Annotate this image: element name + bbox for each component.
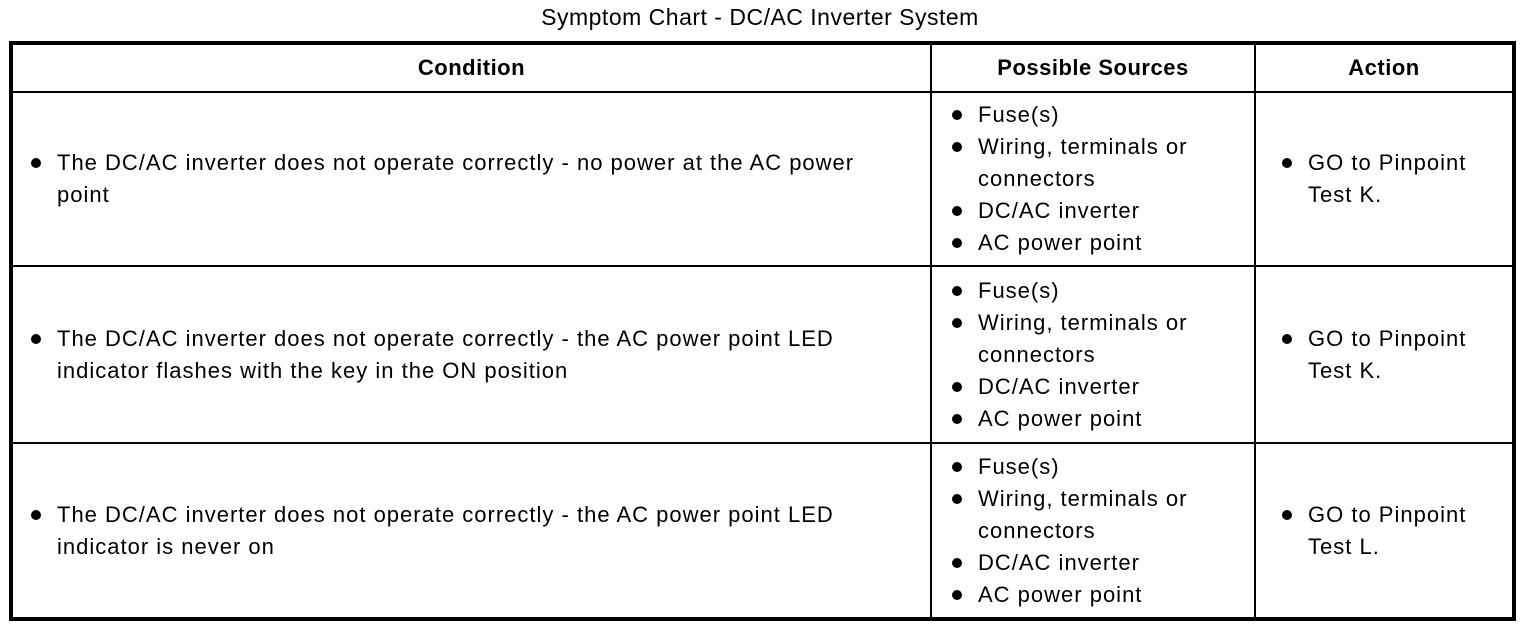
source-text: Wiring, terminals or connectors xyxy=(978,309,1188,367)
symptom-chart-table: Condition Possible Sources Action The DC… xyxy=(9,41,1516,621)
possible-sources-cell: Fuse(s) Wiring, terminals or connectors … xyxy=(930,91,1256,267)
list-item: DC/AC inverter xyxy=(952,547,1246,579)
source-text: DC/AC inverter xyxy=(978,549,1140,575)
condition-cell: The DC/AC inverter does not operate corr… xyxy=(10,442,932,620)
list-item: The DC/AC inverter does not operate corr… xyxy=(31,323,906,387)
list-item: Fuse(s) xyxy=(952,451,1246,483)
bullet-icon xyxy=(1282,158,1292,168)
bullet-icon xyxy=(952,461,962,472)
column-header-condition: Condition xyxy=(10,42,932,93)
action-list: GO to Pinpoint Test L. xyxy=(1282,499,1506,563)
sources-list: Fuse(s) Wiring, terminals or connectors … xyxy=(952,275,1246,435)
list-item: Wiring, terminals or connectors xyxy=(952,483,1246,547)
action-text: GO to Pinpoint Test L. xyxy=(1308,501,1467,559)
list-item: AC power point xyxy=(952,227,1246,259)
sources-list: Fuse(s) Wiring, terminals or connectors … xyxy=(952,99,1246,259)
action-list: GO to Pinpoint Test K. xyxy=(1282,147,1506,211)
list-item: DC/AC inverter xyxy=(952,195,1246,227)
action-text: GO to Pinpoint Test K. xyxy=(1308,150,1467,207)
source-text: Wiring, terminals or connectors xyxy=(978,485,1188,543)
action-list: GO to Pinpoint Test K. xyxy=(1282,323,1506,387)
list-item: Fuse(s) xyxy=(952,99,1246,131)
source-text: Fuse(s) xyxy=(978,277,1060,303)
action-cell: GO to Pinpoint Test K. xyxy=(1254,265,1515,444)
bullet-icon xyxy=(952,557,962,568)
sources-list: Fuse(s) Wiring, terminals or connectors … xyxy=(952,451,1246,611)
header-row: Condition Possible Sources Action xyxy=(10,42,1515,93)
bullet-icon xyxy=(952,493,962,504)
bullet-icon xyxy=(1282,509,1292,520)
table-row: The DC/AC inverter does not operate corr… xyxy=(10,442,1515,620)
bullet-icon xyxy=(1282,333,1292,344)
list-item: GO to Pinpoint Test L. xyxy=(1282,499,1506,563)
bullet-icon xyxy=(952,589,962,600)
list-item: The DC/AC inverter does not operate corr… xyxy=(31,147,906,211)
page-title: Symptom Chart - DC/AC Inverter System xyxy=(541,4,979,30)
action-text: GO to Pinpoint Test K. xyxy=(1308,325,1467,383)
list-item: Wiring, terminals or connectors xyxy=(952,307,1246,371)
bullet-icon xyxy=(952,206,962,216)
list-item: AC power point xyxy=(952,579,1246,611)
condition-list: The DC/AC inverter does not operate corr… xyxy=(31,147,906,211)
condition-list: The DC/AC inverter does not operate corr… xyxy=(31,323,906,387)
source-text: Fuse(s) xyxy=(978,453,1060,479)
condition-cell: The DC/AC inverter does not operate corr… xyxy=(10,91,932,267)
condition-list: The DC/AC inverter does not operate corr… xyxy=(31,499,906,563)
possible-sources-cell: Fuse(s) Wiring, terminals or connectors … xyxy=(930,442,1256,620)
list-item: AC power point xyxy=(952,403,1246,435)
list-item: Wiring, terminals or connectors xyxy=(952,131,1246,195)
table-row: The DC/AC inverter does not operate corr… xyxy=(10,91,1515,267)
action-cell: GO to Pinpoint Test L. xyxy=(1254,442,1515,620)
bullet-icon xyxy=(31,158,41,168)
bullet-icon xyxy=(952,110,962,120)
bullet-icon xyxy=(952,285,962,296)
column-header-possible-sources: Possible Sources xyxy=(930,42,1256,93)
source-text: Wiring, terminals or connectors xyxy=(978,134,1188,191)
bullet-icon xyxy=(31,333,41,344)
bullet-icon xyxy=(952,238,962,248)
list-item: DC/AC inverter xyxy=(952,371,1246,403)
bullet-icon xyxy=(31,509,41,520)
list-item: Fuse(s) xyxy=(952,275,1246,307)
source-text: DC/AC inverter xyxy=(978,373,1140,399)
list-item: GO to Pinpoint Test K. xyxy=(1282,147,1506,211)
list-item: The DC/AC inverter does not operate corr… xyxy=(31,499,906,563)
column-header-action: Action xyxy=(1254,42,1515,93)
action-cell: GO to Pinpoint Test K. xyxy=(1254,91,1515,267)
table-row: The DC/AC inverter does not operate corr… xyxy=(10,265,1515,444)
source-text: AC power point xyxy=(978,230,1143,255)
condition-cell: The DC/AC inverter does not operate corr… xyxy=(10,265,932,444)
possible-sources-cell: Fuse(s) Wiring, terminals or connectors … xyxy=(930,265,1256,444)
bullet-icon xyxy=(952,142,962,152)
list-item: GO to Pinpoint Test K. xyxy=(1282,323,1506,387)
source-text: AC power point xyxy=(978,405,1143,431)
condition-text: The DC/AC inverter does not operate corr… xyxy=(57,150,855,207)
condition-text: The DC/AC inverter does not operate corr… xyxy=(57,501,834,559)
source-text: AC power point xyxy=(978,581,1143,607)
condition-text: The DC/AC inverter does not operate corr… xyxy=(57,325,834,383)
bullet-icon xyxy=(952,413,962,424)
source-text: Fuse(s) xyxy=(978,102,1060,127)
bullet-icon xyxy=(952,317,962,328)
source-text: DC/AC inverter xyxy=(978,198,1140,223)
bullet-icon xyxy=(952,381,962,392)
